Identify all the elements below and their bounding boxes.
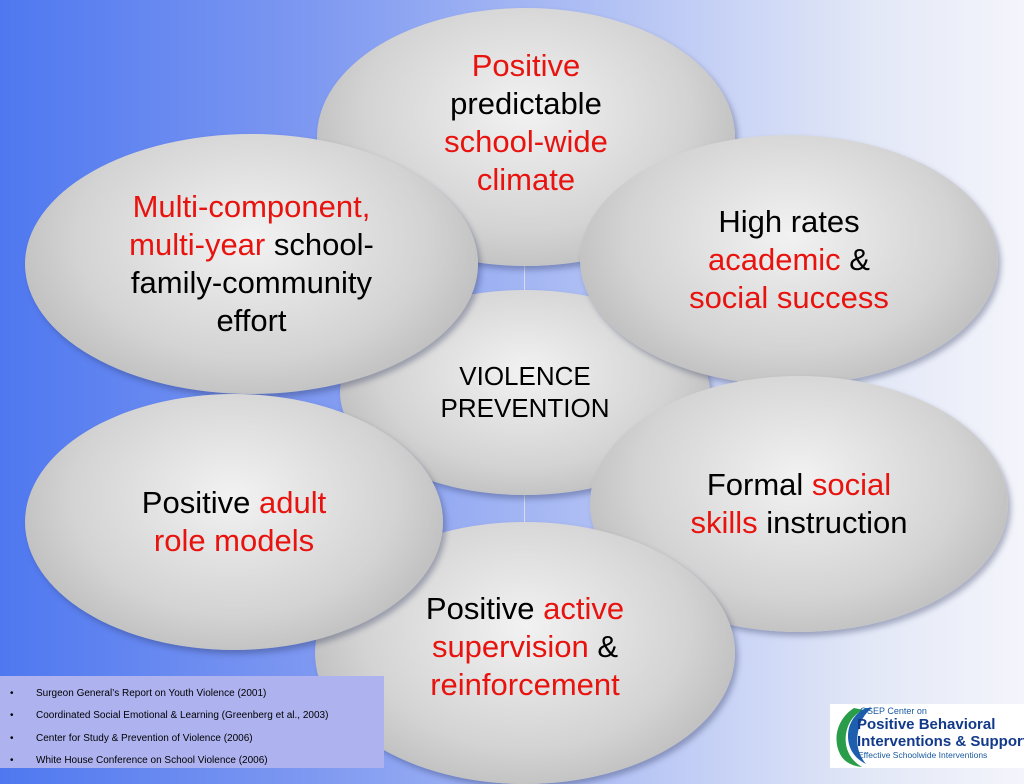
reference-text: Center for Study & Prevention of Violenc…	[36, 732, 253, 744]
node-top-text-positive: Positive	[471, 48, 581, 84]
reference-text: Coordinated Social Emotional & Learning …	[36, 710, 329, 722]
node-upper-right-ellipse: High rates academic & social success	[580, 135, 998, 385]
references-box: • Surgeon General’s Report on Youth Viole…	[0, 676, 384, 768]
reference-text: Surgeon General’s Report on Youth Violen…	[36, 688, 267, 699]
node-lower-right-text-formal: Formal	[706, 467, 812, 503]
pbis-logo: OSEP Center on Positive Behavioral Inter…	[830, 704, 1024, 768]
reference-item: • Center for Study & Prevention of Violen…	[10, 728, 378, 750]
node-lower-right-text-skills: skills	[690, 505, 758, 540]
node-upper-left-line2: multi-year school-	[129, 226, 374, 264]
logo-line3: Interventions & Supports	[857, 733, 1024, 750]
node-upper-right-text-academic: academic	[708, 242, 841, 278]
node-top-text-school-wide: school-wide	[444, 124, 608, 159]
node-upper-left-text-family-community: family-community	[130, 265, 373, 300]
slide: VIOLENCE PREVENTION Positive predictable…	[0, 8, 1024, 784]
node-top-text-predictable: predictable	[450, 86, 602, 122]
node-upper-right-line2: academic &	[689, 241, 889, 279]
node-upper-right-text-social-success: social success	[689, 279, 889, 315]
node-lower-left-text-positive: Positive	[141, 485, 259, 521]
node-bottom-text-positive: Positive	[425, 591, 544, 627]
node-upper-right-label: High rates academic & social success	[689, 203, 889, 316]
node-top-text-climate: climate	[476, 161, 576, 197]
node-lower-right-line1: Formal social	[690, 466, 907, 504]
references-list: • Surgeon General’s Report on Youth Viole…	[10, 683, 378, 772]
node-bottom-text-active: active	[543, 591, 625, 627]
node-lower-left-line1: Positive adult	[142, 484, 326, 522]
bullet-icon: •	[10, 732, 14, 744]
node-upper-left-text-multi-year: multi-year	[129, 227, 266, 263]
center-label: VIOLENCE PREVENTION	[440, 361, 609, 423]
node-lower-left-text-role-models: role models	[153, 523, 315, 558]
node-lower-left-text-adult: adult	[258, 485, 327, 521]
center-label-line2: PREVENTION	[440, 392, 610, 423]
reference-item: • Surgeon General’s Report on Youth Viole…	[10, 683, 378, 705]
node-upper-left-label: Multi-component, multi-year school- fami…	[129, 188, 374, 339]
node-lower-right-line2: skills instruction	[690, 504, 907, 542]
node-upper-right-text-ampersand: &	[840, 242, 870, 278]
node-upper-left-text-effort: effort	[216, 302, 287, 338]
reference-text: White House Conference on School Violenc…	[36, 754, 268, 766]
node-bottom-line2: supervision &	[426, 628, 624, 666]
node-lower-left-label: Positive adult role models	[142, 484, 326, 560]
bullet-icon: •	[10, 688, 14, 699]
node-lower-right-text-instruction: instruction	[757, 505, 908, 540]
node-bottom-text-ampersand: &	[588, 629, 619, 665]
node-bottom-text-supervision: supervision	[431, 629, 589, 665]
node-lower-right-text-social: social	[811, 467, 892, 503]
bullet-icon: •	[10, 754, 14, 766]
node-bottom-text-reinforcement: reinforcement	[430, 666, 620, 702]
node-lower-left-ellipse: Positive adult role models	[25, 394, 443, 650]
reference-item: • White House Conference on School Violen…	[10, 750, 378, 772]
logo-line4: Effective Schoolwide Interventions	[858, 750, 988, 760]
node-bottom-line1: Positive active	[426, 590, 624, 628]
node-upper-right-text-high-rates: High rates	[718, 204, 860, 240]
bullet-icon: •	[10, 710, 14, 722]
logo-line1: OSEP Center on	[860, 706, 927, 716]
logo-line2: Positive Behavioral	[857, 716, 996, 733]
connector-line-upper	[524, 262, 525, 292]
reference-item: • Coordinated Social Emotional & Learning…	[10, 705, 378, 727]
node-upper-left-text-multi-component: Multi-component,	[132, 189, 371, 225]
logo-swoosh-icon	[836, 708, 872, 767]
node-bottom-label: Positive active supervision & reinforcem…	[426, 590, 624, 703]
connector-line-lower	[524, 493, 525, 523]
node-upper-left-ellipse: Multi-component, multi-year school- fami…	[25, 134, 478, 394]
node-upper-left-text-school: school-	[265, 227, 374, 263]
node-top-label: Positive predictable school-wide climate	[444, 47, 608, 198]
node-lower-right-label: Formal social skills instruction	[690, 466, 907, 542]
center-label-line1: VIOLENCE	[459, 361, 591, 392]
